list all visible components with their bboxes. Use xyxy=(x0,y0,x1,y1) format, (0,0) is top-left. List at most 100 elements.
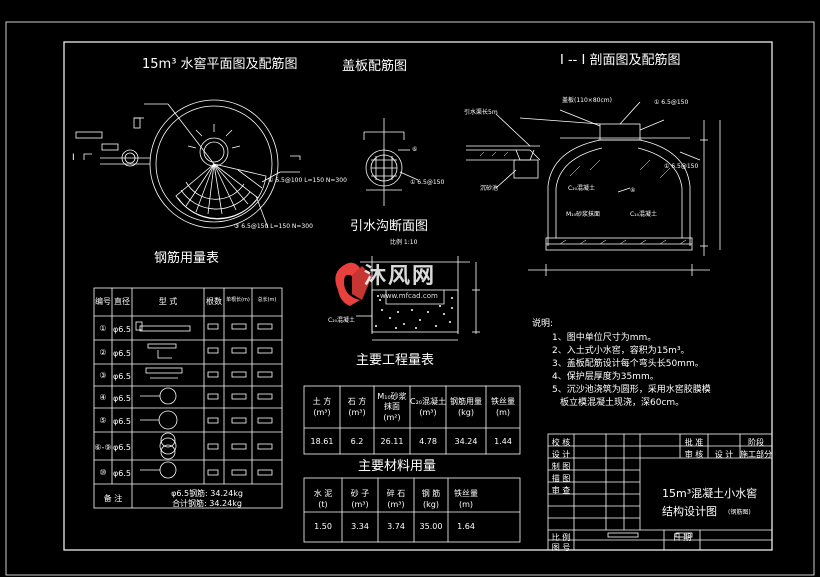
cover-rebar: ⑥ xyxy=(412,146,418,153)
works-value-rebar: 34.24 xyxy=(454,437,478,446)
section-view xyxy=(466,101,721,276)
rebar-header-no: 编号 xyxy=(95,297,111,306)
works-header-stone: 石 方 (m³) xyxy=(347,397,367,418)
rebar-row-no: ④ xyxy=(99,393,107,402)
works-header-earth: 土 方 (m³) xyxy=(312,397,332,418)
section-label-rebar4: ④ xyxy=(630,187,636,194)
rebar-row-dia: φ6.5 xyxy=(113,394,131,403)
rebar-header-total-len: 总长(m) xyxy=(257,297,277,303)
rebar-row-dia: φ6.5 xyxy=(113,443,131,452)
channel-title: 引水沟断面图 xyxy=(350,219,429,234)
tb-date: 日 期 xyxy=(672,533,692,542)
works-value-wire: 1.44 xyxy=(494,437,512,446)
works-value-concrete: 4.78 xyxy=(419,437,437,446)
rebar-remark-1: φ6.5钢筋: 34.24kg xyxy=(171,489,243,498)
tb-review: 审 核 xyxy=(684,450,704,459)
rebar-row-no: ① xyxy=(99,324,107,333)
section-mark: Ⅰ xyxy=(72,153,75,163)
materials-header-gravel: 碎 石 (m³) xyxy=(386,489,406,510)
watermark-logo xyxy=(335,262,372,306)
tb-left-row: 审 查 xyxy=(551,486,571,495)
rebar-row-dia: φ6.5 xyxy=(113,417,131,426)
rebar-table-title: 钢筋用量表 xyxy=(154,251,220,266)
works-table-grid xyxy=(303,385,521,455)
section-title: Ⅰ -- Ⅰ 剖面图及配筋图 xyxy=(560,53,681,68)
note-item: 5、沉沙池浇筑为圆形，采用水窖胶膜模 xyxy=(552,385,711,395)
channel-section xyxy=(356,256,480,341)
materials-header-rebar: 钢 筋 (kg) xyxy=(421,489,441,510)
rebar-header-shape: 型 式 xyxy=(158,297,178,306)
tb-left-row: 制 图 xyxy=(551,462,571,471)
tb-drawing-no: 图 号 xyxy=(551,543,571,552)
section-label-cover: 盖板(110×80cm) xyxy=(562,97,612,104)
rebar-remark-label: 备 注 xyxy=(103,494,123,503)
title-block-grid xyxy=(547,433,773,551)
works-header-concrete: C₂₀混凝土 (m³) xyxy=(410,397,446,418)
rebar-header-count: 根数 xyxy=(206,297,222,306)
section-label-rebar1: ① 6.5@150 xyxy=(654,99,689,106)
works-header-rebar: 钢筋用量 (kg) xyxy=(450,397,482,418)
rebar-row-dia: φ6.5 xyxy=(113,325,131,334)
rebar-row-no: ⑥-⑨ xyxy=(94,443,112,452)
notes-heading: 说明: xyxy=(532,319,554,329)
tb-drawing-title-note: (钢筋图) xyxy=(728,509,751,516)
tb-drawing-title-1: 15m³混凝土小水窖 xyxy=(662,487,758,500)
tb-approve: 批 准 xyxy=(684,438,704,447)
cover-view xyxy=(363,118,419,206)
rebar-header-unit-len: 单根长(m) xyxy=(226,297,250,303)
works-value-mortar: 26.11 xyxy=(380,437,404,446)
cover-title: 盖板配筋图 xyxy=(342,59,408,74)
tb-drawing-title-2: 结构设计图 xyxy=(662,505,717,518)
inner-border xyxy=(63,41,773,551)
note-item: 2、入土式小水窖，容积为15m³。 xyxy=(552,346,690,356)
plan-view xyxy=(75,99,301,229)
materials-value-gravel: 3.74 xyxy=(387,522,405,531)
works-value-earth: 18.61 xyxy=(310,437,334,446)
rebar-row-no: ② xyxy=(99,348,107,357)
rebar-row-dia: φ6.5 xyxy=(113,469,131,478)
rebar-row-no: ③ xyxy=(99,371,107,380)
materials-value-rebar: 35.00 xyxy=(419,522,443,531)
rebar-remark-2: 合计钢筋: 34.24kg xyxy=(172,499,242,508)
works-header-mortar: M₁₀砂浆 抹面 (m²) xyxy=(377,392,407,422)
channel-scale: 比例 1:10 xyxy=(390,239,418,246)
tb-scale: 比 例 xyxy=(551,533,571,542)
materials-value-wire: 1.64 xyxy=(457,522,475,531)
section-label-channel: 引水渠长5m xyxy=(464,109,498,116)
tb-left-row: 设 计 xyxy=(551,450,571,459)
section-label-c20: C₂₀混凝土 xyxy=(568,185,596,192)
works-table-title: 主要工程量表 xyxy=(356,353,435,368)
rebar-table-grid xyxy=(93,287,283,509)
section-label-pit: 沉砂池 xyxy=(480,185,499,192)
materials-value-sand: 3.34 xyxy=(351,522,369,531)
rebar-row-dia: φ6.5 xyxy=(113,372,131,381)
rebar-header-dia: 直径 xyxy=(114,297,130,306)
outer-border xyxy=(5,21,815,576)
watermark-brand: 沐风网 xyxy=(364,264,437,289)
materials-table-grid xyxy=(303,477,521,543)
materials-header-wire: 铁丝量 (m) xyxy=(454,489,478,510)
note-item: 板立模混凝土现浇，深60cm。 xyxy=(560,398,685,408)
section-label-mortar: M₁₀砂浆抹面 xyxy=(566,211,600,218)
tb-part: 部分 xyxy=(756,450,772,459)
materials-table-title: 主要材料用量 xyxy=(358,459,437,474)
works-header-wire: 铁丝量 (m) xyxy=(491,397,515,418)
tb-stage: 阶段 xyxy=(748,438,764,447)
tb-construction: 施工 xyxy=(740,450,756,459)
note-item: 1、图中单位尺寸为mm。 xyxy=(552,333,657,343)
rebar-row-no: ⑤ xyxy=(99,416,107,425)
note-item: 3、盖板配筋设计每个弯头长50mm。 xyxy=(552,359,704,369)
rebar-row-no: ⑩ xyxy=(99,468,107,477)
materials-header-cement: 水 泥 (t) xyxy=(313,489,333,510)
rebar-row-dia: φ6.5 xyxy=(113,349,131,358)
section-label-c10: C₁₀混凝土 xyxy=(630,211,658,218)
channel-concrete: C₂₀混凝土 xyxy=(328,317,356,324)
works-value-stone: 6.2 xyxy=(350,437,364,446)
watermark-url: www.mfcad.com xyxy=(380,292,438,300)
tb-left-row: 描 图 xyxy=(551,474,571,483)
materials-header-sand: 砂 子 (m³) xyxy=(350,489,370,510)
rebar-shapes xyxy=(135,321,273,479)
tb-left-row: 校 核 xyxy=(551,438,571,447)
section-hatch xyxy=(479,151,687,245)
